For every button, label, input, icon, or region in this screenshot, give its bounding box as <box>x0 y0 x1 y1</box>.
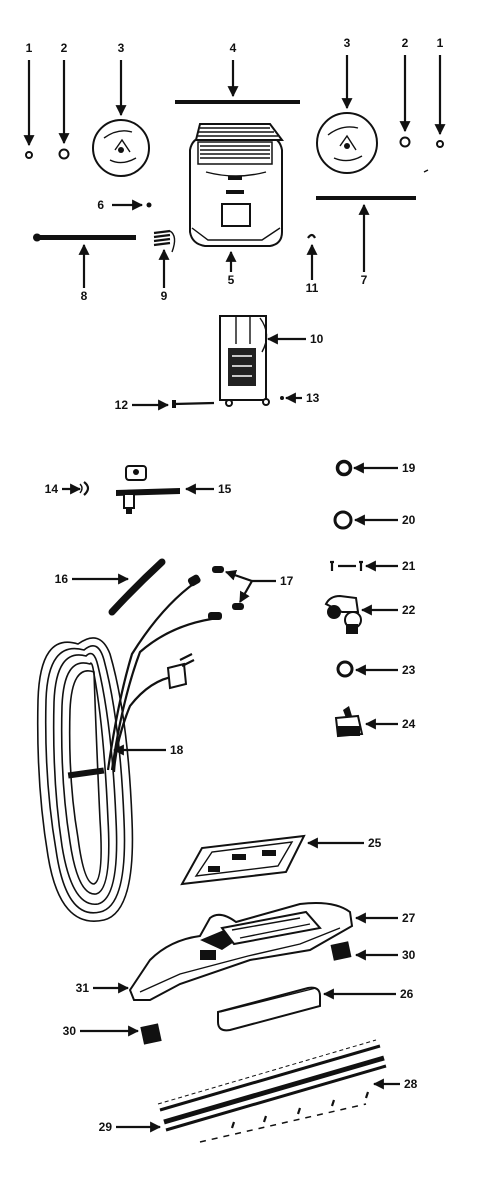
callout-3-left: 3 <box>118 41 125 55</box>
connector-part-24 <box>334 706 364 738</box>
callout-20: 20 <box>402 513 416 527</box>
callout-25: 25 <box>368 836 382 850</box>
callout-6: 6 <box>97 198 104 212</box>
washer-part-23 <box>336 660 354 678</box>
spring-part-9 <box>153 229 176 253</box>
washer-part-2-right <box>399 136 411 148</box>
pad-part-30-right <box>330 941 352 961</box>
callout-9: 9 <box>161 289 168 303</box>
callout-31: 31 <box>76 981 90 995</box>
callout-30-right: 30 <box>402 948 416 962</box>
latch-part-15 <box>116 465 180 514</box>
nut-part-14 <box>79 481 90 496</box>
disc-part-3-left <box>92 119 150 177</box>
axle-part-7 <box>316 196 416 200</box>
cord-segment-part-16 <box>108 558 166 616</box>
callout-23: 23 <box>402 663 416 677</box>
small-pin-part <box>423 169 429 173</box>
clips-part-28 <box>199 1091 370 1143</box>
rod-part-4 <box>175 100 300 104</box>
screw-part-6 <box>146 202 152 208</box>
callout-18: 18 <box>170 743 184 757</box>
connectors-part-17 <box>212 566 244 610</box>
callout-13: 13 <box>306 391 320 405</box>
pad-part-30-left <box>140 1023 162 1045</box>
washer-part-1-right <box>436 140 444 148</box>
callout-14: 14 <box>45 482 59 496</box>
callout-10: 10 <box>310 332 324 346</box>
washer-part-20 <box>333 510 353 530</box>
callout-22: 22 <box>402 603 416 617</box>
callout-8: 8 <box>81 289 88 303</box>
callout-21: 21 <box>402 559 416 573</box>
nozzle-part-27-31 <box>128 902 354 1001</box>
callout-17: 17 <box>280 574 294 588</box>
axle-part-8 <box>33 233 136 242</box>
screws-part-21 <box>330 560 363 571</box>
callout-12: 12 <box>115 398 129 412</box>
washer-part-19 <box>335 459 353 477</box>
callout-11: 11 <box>306 281 319 295</box>
screw-part-12 <box>172 400 215 408</box>
washer-part-1-left <box>25 151 33 159</box>
callout-7: 7 <box>361 273 368 287</box>
valve-part-22 <box>324 594 362 634</box>
bumper-part-26 <box>217 986 321 1032</box>
switch-part-10 <box>219 315 270 407</box>
callout-29: 29 <box>99 1120 113 1134</box>
callout-labels: 1 2 3 4 3 2 1 6 8 9 5 11 7 10 12 13 14 1… <box>26 36 444 1134</box>
callout-30-left: 30 <box>63 1024 77 1038</box>
strip-part-29 <box>157 1039 387 1132</box>
callout-1-left: 1 <box>26 41 33 55</box>
washer-part-2-left <box>58 148 70 160</box>
leader-lines <box>23 55 446 1133</box>
callout-19: 19 <box>402 461 416 475</box>
plate-part-25 <box>180 834 306 886</box>
callout-27: 27 <box>402 911 416 925</box>
callout-5: 5 <box>228 273 235 287</box>
callout-1-right: 1 <box>437 36 444 50</box>
screw-part-13 <box>280 396 284 400</box>
callout-16: 16 <box>55 572 69 586</box>
motor-housing-part-5 <box>189 123 284 247</box>
power-cord-part-18 <box>36 574 222 922</box>
callout-2-left: 2 <box>61 41 68 55</box>
callout-28: 28 <box>404 1077 418 1091</box>
callout-4: 4 <box>230 41 237 55</box>
callout-26: 26 <box>400 987 414 1001</box>
callout-15: 15 <box>218 482 232 496</box>
callout-3-right: 3 <box>344 36 351 50</box>
callout-2-right: 2 <box>402 36 409 50</box>
clip-part-11 <box>307 233 316 239</box>
callout-24: 24 <box>402 717 416 731</box>
disc-part-3-right <box>316 112 378 174</box>
